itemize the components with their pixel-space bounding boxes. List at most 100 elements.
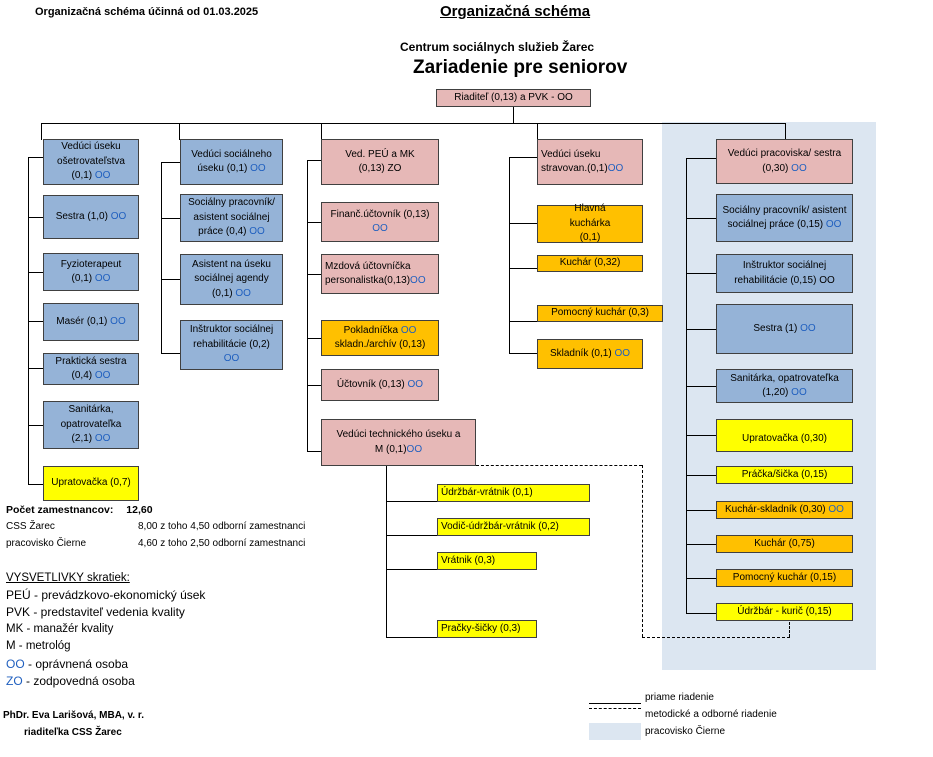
connector [509,353,538,354]
connector [686,218,716,219]
oo-tag: OO [406,443,423,455]
box-label: Pokladníčka [343,324,399,336]
org-box-maintenance-porter: Údržbár-vrátnik (0,1) [437,484,590,502]
staff-row-value: 8,00 z toho 4,50 odborní zamestnanci [138,521,306,532]
abbrev-item: PVK - predstaviteľ vedenia kvality [6,605,185,619]
legend-label: metodické a odborné riadenie [645,709,777,720]
connector [686,386,716,387]
signature-name: PhDr. Eva Larišová, MBA, v. r. [3,710,144,721]
box-label: Kuchár (0,32) [559,257,621,269]
org-box-cierne-cook: Kuchár (0,75) [716,535,853,553]
oo-tag: OO [94,370,111,381]
org-box-payroll: Mzdová účtovníčka personalistka(0,13)OO [321,254,439,294]
box-label: Údržbár-vrátnik (0,1) [441,486,533,498]
oo-tag: OO [110,210,127,222]
connector [386,569,437,570]
org-box-nurse: Sestra (1,0) OO [43,195,139,239]
staff-row-name: CSS Žarec [6,521,55,532]
staff-count: Počet zamestnancov: 12,60 [6,504,153,516]
connector [686,273,716,274]
box-label: Pomocný kuchár (0,3) [551,307,649,319]
connector [386,466,387,637]
box-label: Práčka/šička (0,15) [741,468,828,480]
methodical-connector [642,637,790,638]
connector [28,272,43,273]
abbrev-item: ZO - zodpovedná osoba [6,674,135,688]
box-label: Vedúci úseku stravovan.(0,1) [541,148,608,175]
box-label: Praktická sestra [55,355,127,367]
connector [686,329,716,330]
oo-tag: OO [372,223,388,234]
org-box-laundry: Pračky-šičky (0,3) [437,620,537,638]
connector [509,321,538,322]
connector [161,162,180,163]
oo-tag: OO [400,324,417,336]
org-box-social-agenda-assistant: Asistent na úseku sociálnej agendy (0,1)… [180,254,283,305]
connector [686,158,716,159]
signature-role: riaditeľka CSS Žarec [24,727,122,738]
box-label: Inštruktor sociálnej rehabilitácie (0,2) [189,324,274,350]
org-box-social-head: Vedúci sociálneho úseku (0,1) OO [180,139,283,185]
org-box-masseur: Masér (0,1) OO [43,303,139,341]
box-fte: (0,1) [71,170,93,182]
oo-tag: OO [825,219,842,230]
legend-area-swatch [589,723,641,740]
staff-label: Počet zamestnancov: [6,504,114,516]
org-box-practical-nurse: Praktická sestra(0,4) OO [43,353,139,385]
box-label: Sestra (1) [753,322,798,334]
connector [321,123,322,140]
oo-tag: OO [800,322,816,334]
connector [386,637,437,638]
legend-dashdot-line [589,708,641,709]
connector [386,501,437,502]
connector [28,321,43,322]
oo-tag: OO [94,273,111,284]
box-label: Upratovačka (0,7) [51,477,131,489]
box-label: Vedúci sociálneho úseku (0,1) [191,148,272,175]
box-label: Inštruktor sociálnej rehabilitácie (0,15… [734,260,835,286]
box-label: Kuchár (0,75) [754,537,815,549]
connector [513,107,514,123]
effective-date: Organizačná schéma účinná od 01.03.2025 [35,6,259,18]
org-box-nursing-head: Vedúci úseku ošetrovateľstva(0,1) OO [43,139,139,185]
legend-label: pracovisko Čierne [645,726,726,737]
connector [41,123,785,124]
connector [509,268,538,269]
org-box-economic-head: Ved. PEÚ a MK (0,13) ZO [321,139,439,185]
connector [41,123,42,140]
box-label: Pomocný kuchár (0,15) [732,571,837,583]
org-box-cierne-assistant-cook: Pomocný kuchár (0,15) [716,569,853,587]
oo-tag: OO [407,378,424,390]
oo-tag: OO [249,226,265,238]
box-label: Skladník (0,1) [549,347,612,359]
org-box-cleaner: Upratovačka (0,7) [43,466,139,501]
oo-tag: OO [791,162,807,174]
connector [161,162,162,353]
box-label: Sociálny pracovník/ asistent sociálnej p… [188,197,275,238]
box-label: Účtovník (0,13) [336,378,405,390]
connector [509,157,510,353]
methodical-connector [642,465,643,637]
org-box-cierne-nurse: Sestra (1) OO [716,304,853,354]
org-box-head-cook: Hlavná kuchárka (0,1) [537,203,643,243]
box-label: Asistent na úseku sociálnej agendy (0,1) [192,258,271,299]
methodical-connector [476,465,642,466]
org-box-cierne-rehab-instructor: Inštruktor sociálnej rehabilitácie (0,15… [716,254,853,293]
box-label: Mzdová účtovníčka personalistka(0,13) [325,260,411,287]
box-label: Pračky-šičky (0,3) [441,622,521,634]
connector [161,279,180,280]
connector [307,451,321,452]
connector [28,157,43,158]
abbrev-item: PEÚ - prevádzkovo-ekonomický úsek [6,588,206,602]
director-label: Riaditeľ (0,13) a PVK - OO [454,91,573,103]
connector [161,218,180,219]
staff-row: pracovisko Čierne [6,538,86,549]
box-label: Fyzioterapeut [60,258,122,270]
staff-total: 12,60 [126,504,153,516]
box-label: Sestra (1,0) [55,210,108,222]
staff-row: CSS Žarec [6,521,55,532]
methodical-connector [789,622,790,637]
legend-solid-line [589,703,641,704]
box-label: Finanč.účtovník (0,13) [330,208,430,220]
